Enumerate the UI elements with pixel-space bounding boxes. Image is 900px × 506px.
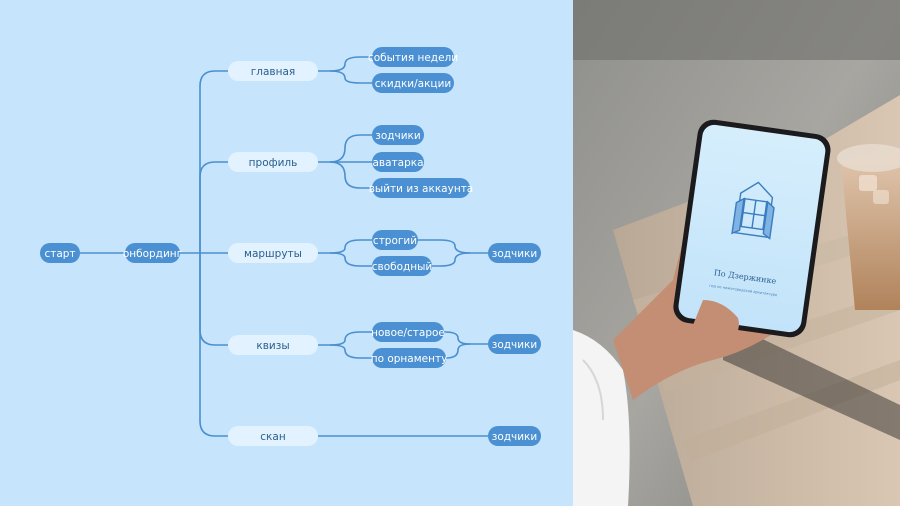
svg-text:онбординг: онбординг: [123, 248, 182, 260]
node-scan[interactable]: скан: [228, 426, 318, 446]
svg-text:зодчики: зодчики: [492, 339, 537, 351]
svg-text:зодчики: зодчики: [375, 130, 420, 142]
node-quiz-result[interactable]: зодчики: [488, 334, 541, 354]
svg-text:квизы: квизы: [256, 340, 289, 352]
node-main-discounts[interactable]: скидки/акции: [372, 73, 454, 93]
node-quiz-ornament[interactable]: по орнаменту: [371, 348, 448, 368]
svg-text:скидки/акции: скидки/акции: [375, 78, 451, 90]
node-routes[interactable]: маршруты: [228, 243, 318, 263]
flow-diagram-svg: старт онбординг главная профиль маршруты: [40, 47, 541, 446]
svg-text:свободный: свободный: [372, 261, 433, 273]
iced-coffee-cup: [837, 144, 900, 310]
svg-text:по орнаменту: по орнаменту: [371, 353, 448, 365]
thumb: [691, 300, 739, 343]
svg-text:маршруты: маршруты: [244, 248, 302, 260]
window-emblem-icon: [731, 181, 775, 240]
svg-text:аватарка: аватарка: [372, 157, 423, 169]
node-routes-result[interactable]: зодчики: [488, 243, 541, 263]
node-start[interactable]: старт: [40, 243, 80, 263]
node-scan-result[interactable]: зодчики: [488, 426, 541, 446]
photo-panel: По Дзержинке гид по нижегородской архите…: [573, 0, 900, 506]
node-main[interactable]: главная: [228, 61, 318, 81]
photo-illustration: По Дзержинке гид по нижегородской архите…: [573, 0, 900, 506]
svg-text:новое/старое: новое/старое: [371, 327, 445, 339]
flow-diagram: старт онбординг главная профиль маршруты: [0, 0, 573, 506]
node-profile-avatar[interactable]: аватарка: [372, 152, 424, 172]
svg-text:профиль: профиль: [249, 157, 298, 169]
node-quiz-newold[interactable]: новое/старое: [371, 322, 445, 342]
connectors: [80, 56, 488, 437]
svg-text:зодчики: зодчики: [492, 248, 537, 260]
node-profile-logout[interactable]: выйти из аккаунта: [369, 178, 474, 198]
svg-text:старт: старт: [44, 248, 75, 260]
phone[interactable]: По Дзержинке гид по нижегородской архите…: [671, 118, 832, 340]
svg-text:события недели: события недели: [368, 52, 458, 64]
svg-text:зодчики: зодчики: [492, 431, 537, 443]
node-profile[interactable]: профиль: [228, 152, 318, 172]
node-onboarding[interactable]: онбординг: [123, 243, 182, 263]
shadow: [723, 320, 900, 440]
node-quizzes[interactable]: квизы: [228, 335, 318, 355]
sleeve: [573, 330, 630, 506]
node-main-events[interactable]: события недели: [368, 47, 458, 67]
wooden-table: [613, 95, 900, 506]
svg-text:выйти из аккаунта: выйти из аккаунта: [369, 183, 474, 195]
svg-text:строгий: строгий: [373, 235, 417, 247]
node-routes-free[interactable]: свободный: [372, 256, 433, 276]
svg-text:скан: скан: [260, 431, 285, 443]
svg-text:главная: главная: [251, 66, 295, 78]
node-profile-architects[interactable]: зодчики: [372, 125, 424, 145]
node-routes-strict[interactable]: строгий: [372, 230, 418, 250]
